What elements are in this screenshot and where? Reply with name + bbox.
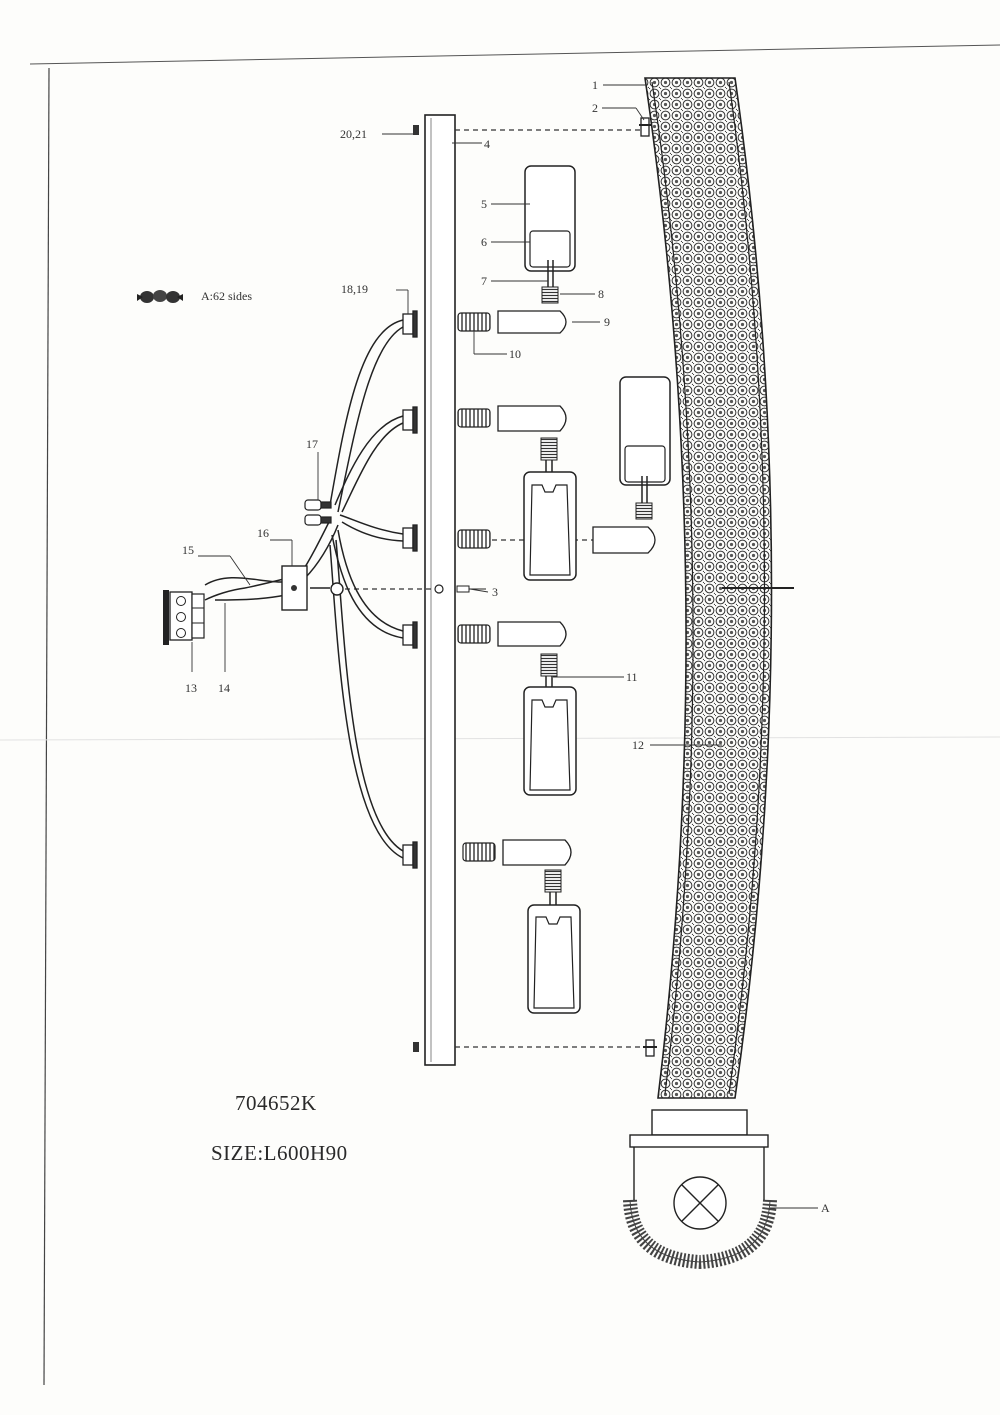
callout-16: 16 [257, 526, 269, 540]
panel-screw-top [639, 117, 651, 137]
page-frame [0, 44, 1000, 1386]
glass-shade [527, 869, 581, 1014]
end-view-section [623, 1109, 777, 1270]
callout-20-21: 20,21 [340, 127, 367, 141]
model-number: 704652K [235, 1091, 317, 1115]
callout-6: 6 [481, 235, 487, 249]
size-spec: SIZE:L600H90 [211, 1141, 348, 1165]
callout-18-19: 18,19 [341, 282, 368, 296]
callout-2: 2 [592, 101, 598, 115]
crystal-bead-chain-icon [137, 290, 183, 303]
callout-4: 4 [484, 137, 490, 151]
callout-17: 17 [306, 437, 318, 451]
callout-3: 3 [492, 585, 498, 599]
callout-9: 9 [604, 315, 610, 329]
callout-14: 14 [218, 681, 230, 695]
crystal-diffuser-panel [644, 77, 794, 1099]
glass-shade [619, 376, 671, 520]
backplate-bottom-screw [413, 1042, 419, 1052]
callout-13: 13 [185, 681, 197, 695]
glass-shade [523, 437, 577, 581]
glass-shade [524, 165, 576, 304]
lamp-socket [457, 526, 656, 554]
backplate [424, 114, 456, 1066]
lamp-socket [457, 405, 567, 432]
backplate-top-screw [413, 125, 419, 135]
terminal-block [281, 565, 344, 611]
callout-7: 7 [481, 274, 487, 288]
lamp-socket [457, 621, 567, 647]
callout-5: 5 [481, 197, 487, 211]
wire-connectors [304, 499, 332, 526]
lamp-socket [462, 839, 572, 866]
callout-10: 10 [509, 347, 521, 361]
callout-8: 8 [598, 287, 604, 301]
callout-A: A [821, 1201, 830, 1215]
lamp-socket [457, 310, 567, 334]
callout-leaders [191, 84, 818, 1209]
power-connector [163, 590, 205, 645]
callout-15: 15 [182, 543, 194, 557]
callout-1: 1 [592, 78, 598, 92]
callout-12: 12 [632, 738, 644, 752]
panel-screw-bottom [643, 1039, 657, 1057]
legend-text: A:62 sides [201, 289, 252, 303]
glass-shade [523, 653, 577, 796]
callout-11: 11 [626, 670, 638, 684]
